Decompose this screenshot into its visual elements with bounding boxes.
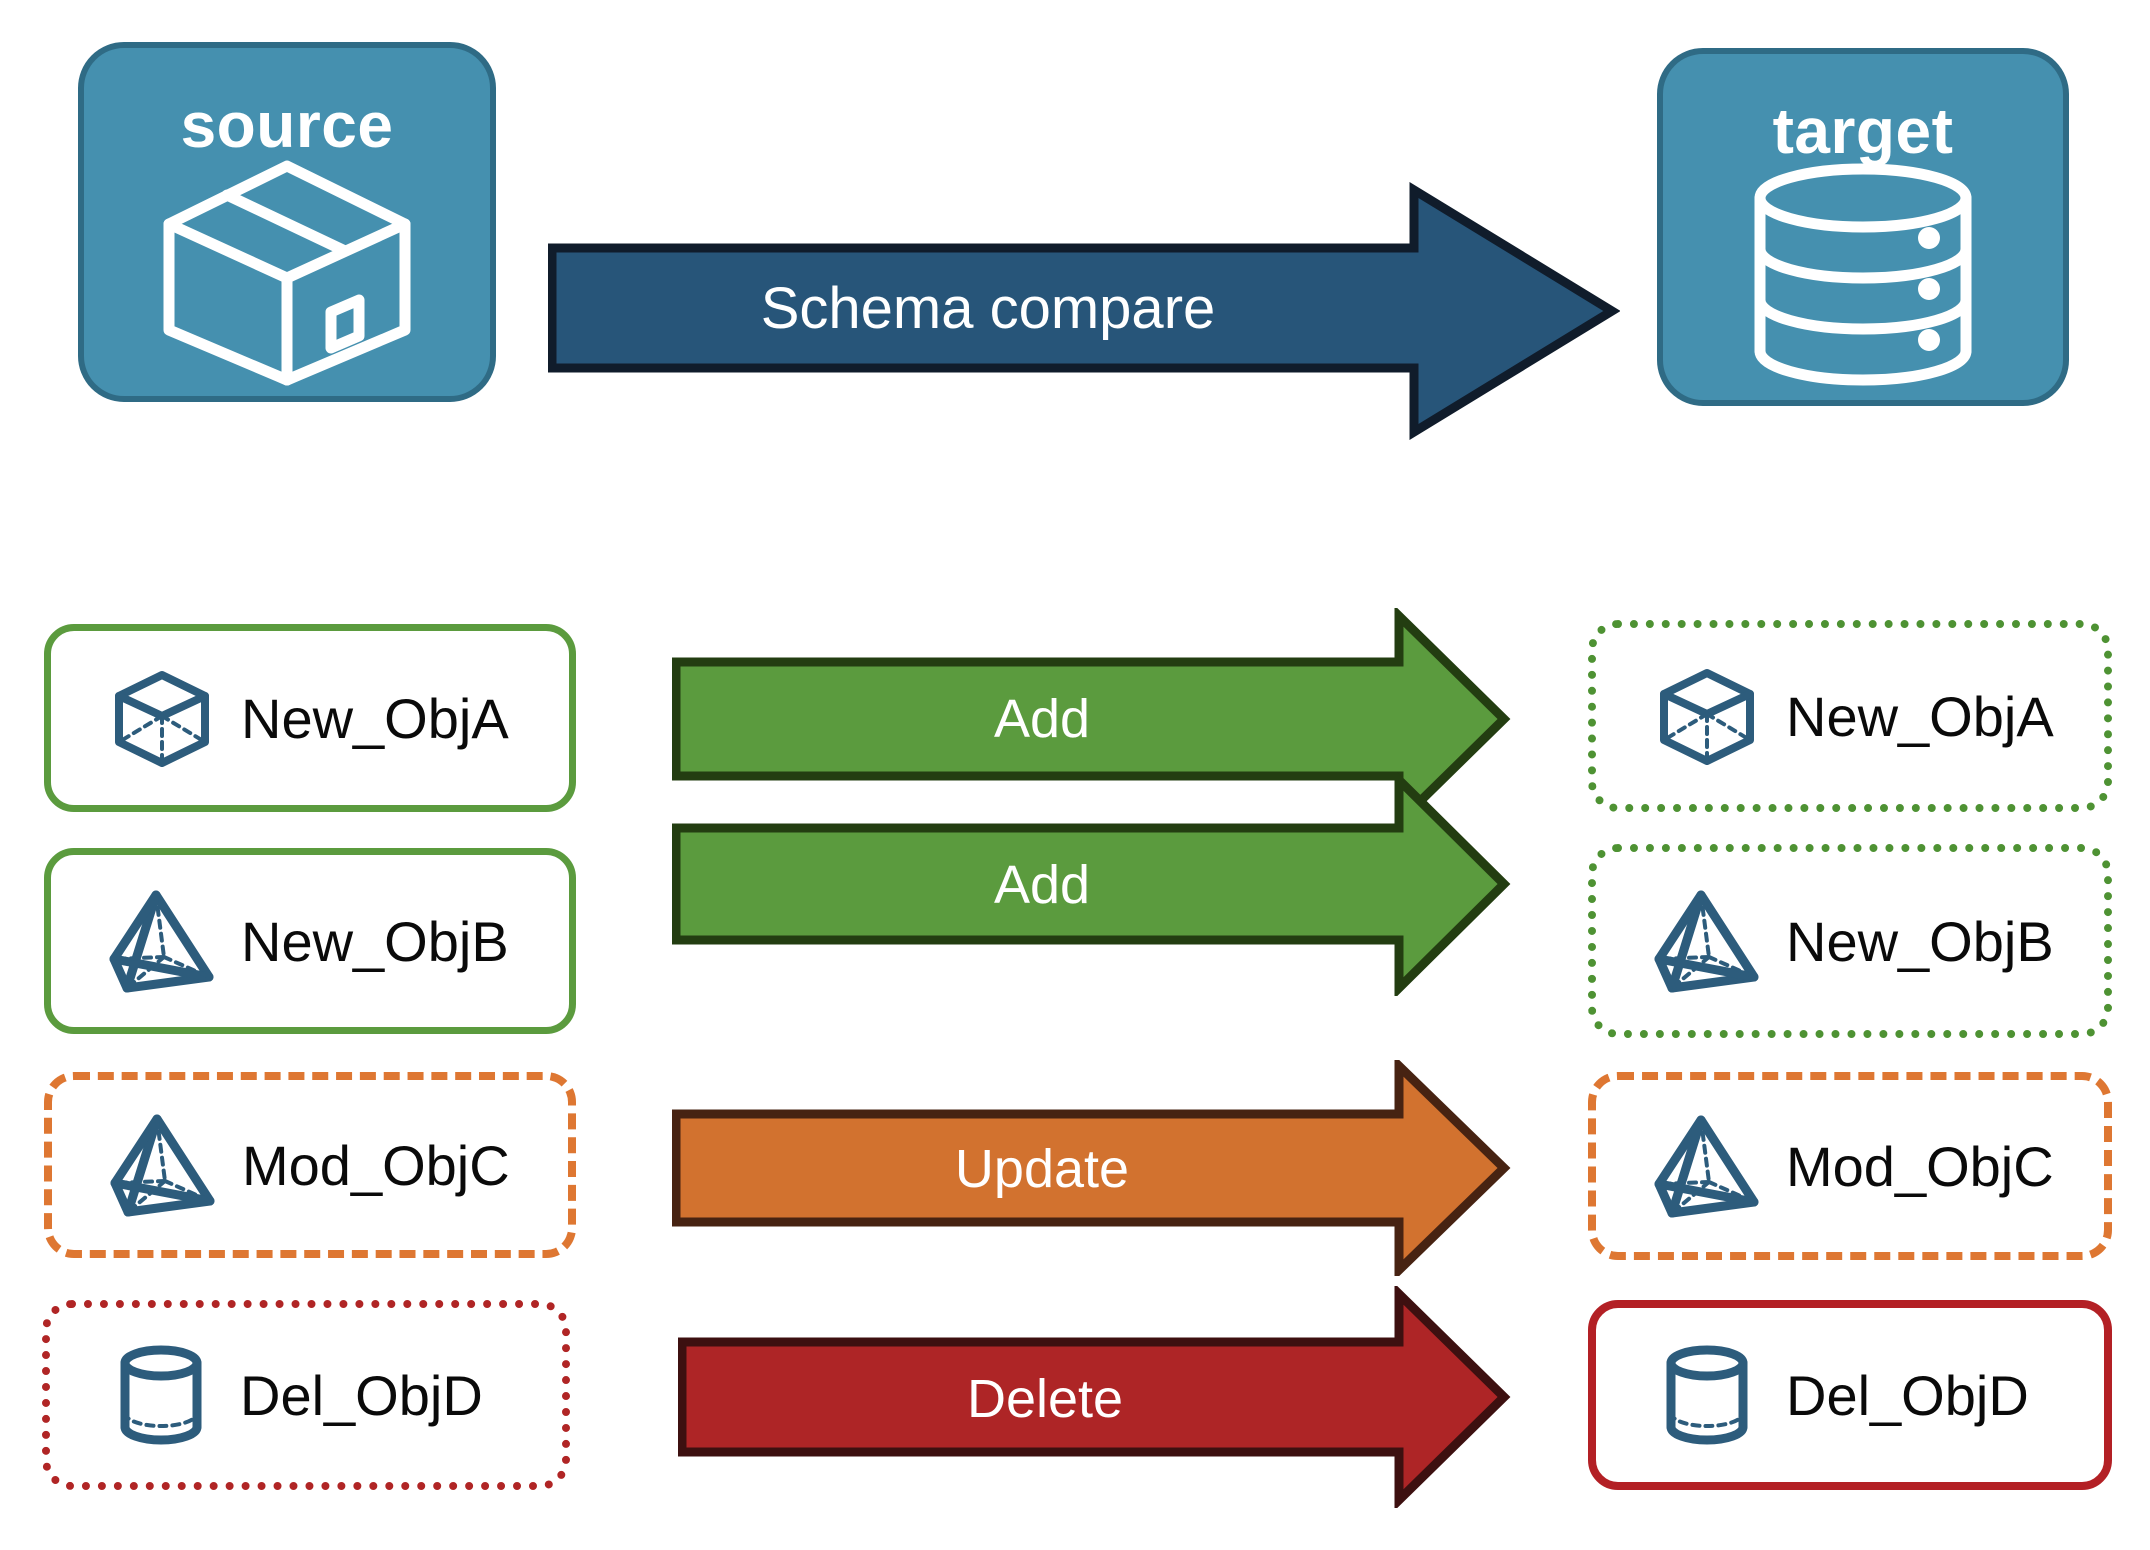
source-object-card-3[interactable]: Mod_ObjC (44, 1072, 576, 1258)
wireframe-cube-icon (97, 666, 227, 770)
package-box-icon (84, 153, 490, 386)
database-cylinder-icon (1663, 159, 2063, 390)
add-arrow-label-2: Add (993, 855, 1091, 915)
delete-arrow-label: Delete (966, 1369, 1124, 1429)
source-object-label-4: Del_ObjD (240, 1363, 483, 1427)
target-card[interactable]: target (1657, 48, 2069, 406)
target-object-card-4[interactable]: Del_ObjD (1588, 1300, 2112, 1490)
schema-compare-arrow-label: Schema compare (760, 276, 1216, 341)
target-object-card-2[interactable]: New_ObjB (1588, 844, 2112, 1038)
wireframe-pyramid-icon (98, 1111, 228, 1219)
source-card-label: source (180, 89, 394, 161)
source-object-label-3: Mod_ObjC (242, 1133, 510, 1197)
source-card[interactable]: source (78, 42, 496, 402)
add-arrow-label-1: Add (993, 689, 1091, 749)
wireframe-pyramid-icon (1642, 887, 1772, 995)
wireframe-pyramid-icon (97, 887, 227, 995)
wireframe-cylinder-icon (1642, 1343, 1772, 1447)
source-object-label-1: New_ObjA (241, 686, 509, 750)
target-object-label-4: Del_ObjD (1786, 1363, 2029, 1427)
add-arrow-2[interactable]: Add (672, 772, 1512, 996)
source-object-card-4[interactable]: Del_ObjD (42, 1300, 570, 1490)
source-object-card-1[interactable]: New_ObjA (44, 624, 576, 812)
source-object-card-2[interactable]: New_ObjB (44, 848, 576, 1034)
source-object-label-2: New_ObjB (241, 909, 509, 973)
target-object-label-1: New_ObjA (1786, 684, 2054, 748)
schema-compare-arrow[interactable]: Schema compare (548, 182, 1620, 440)
target-card-label: target (1772, 95, 1954, 167)
target-object-label-2: New_ObjB (1786, 909, 2054, 973)
wireframe-pyramid-icon (1642, 1112, 1772, 1220)
target-object-card-1[interactable]: New_ObjA (1588, 620, 2112, 812)
update-arrow[interactable]: Update (672, 1060, 1512, 1276)
update-arrow-label: Update (954, 1139, 1130, 1199)
delete-arrow[interactable]: Delete (678, 1286, 1514, 1508)
wireframe-cube-icon (1642, 664, 1772, 768)
target-object-label-3: Mod_ObjC (1786, 1134, 2054, 1198)
target-object-card-3[interactable]: Mod_ObjC (1588, 1072, 2112, 1260)
wireframe-cylinder-icon (96, 1343, 226, 1447)
add-arrow-1[interactable]: Add (672, 608, 1512, 830)
